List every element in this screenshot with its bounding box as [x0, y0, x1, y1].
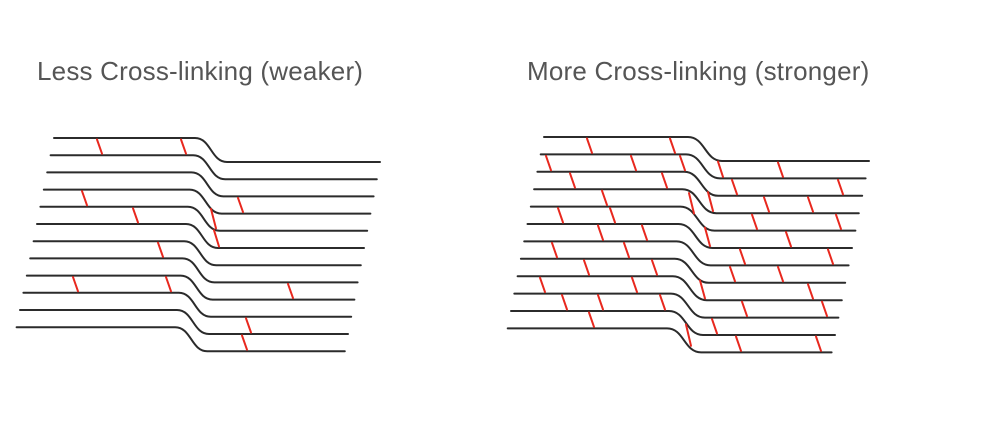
cross-link: [165, 276, 172, 293]
cross-link: [741, 300, 748, 318]
fiber-bundle-more-cross-linking: [506, 136, 870, 354]
fiber-strand: [533, 188, 860, 215]
fiber-strand: [22, 291, 353, 318]
cross-link: [157, 241, 164, 258]
cross-link: [729, 265, 736, 283]
cross-link: [210, 207, 217, 230]
fiber-strand: [32, 240, 362, 267]
fiber-bundle-less-cross-linking: [15, 137, 381, 353]
cross-link: [669, 137, 676, 154]
fiber-strand: [19, 309, 349, 335]
cross-link: [659, 294, 666, 311]
cross-link: [551, 241, 558, 259]
cross-link: [237, 196, 244, 214]
cross-link: [641, 224, 648, 241]
fiber-strand: [516, 275, 843, 302]
cross-link: [597, 294, 604, 311]
cross-link: [679, 154, 686, 172]
cross-link: [583, 259, 590, 276]
cross-link: [545, 154, 552, 172]
cross-link: [287, 282, 294, 300]
cross-link: [807, 283, 814, 300]
cross-link: [821, 300, 828, 318]
fiber-strand: [29, 257, 359, 284]
cross-link: [815, 335, 822, 352]
cross-link: [623, 241, 630, 259]
title-less-cross-linking: Less Cross-linking (weaker): [37, 56, 364, 86]
cross-link: [609, 207, 616, 224]
fiber-strand: [523, 240, 850, 267]
cross-link: [241, 334, 248, 351]
cross-link: [601, 189, 608, 207]
cross-link: [245, 317, 252, 334]
cross-link: [707, 191, 714, 213]
cross-link: [631, 276, 638, 294]
fiber-strand: [15, 326, 346, 353]
cross-link: [588, 311, 595, 328]
cross-link: [213, 229, 220, 248]
fiber-strand: [39, 205, 369, 232]
cross-link: [827, 248, 834, 265]
fiber-strand: [506, 327, 833, 354]
cross-link: [711, 318, 718, 335]
fiber-strand: [510, 310, 836, 336]
fiber-strand: [46, 171, 375, 198]
cross-link: [132, 207, 139, 224]
cross-link: [597, 224, 604, 241]
cross-link: [777, 161, 784, 178]
fiber-strand: [526, 223, 853, 249]
cross-link: [807, 196, 814, 213]
cross-link: [96, 138, 103, 155]
fiber-strand: [42, 188, 372, 215]
cross-link: [751, 213, 758, 231]
cross-link: [651, 259, 658, 276]
fiber-strand: [519, 257, 847, 284]
cross-link: [661, 172, 668, 189]
fiber-strand: [49, 154, 378, 181]
cross-link: [630, 154, 637, 172]
title-more-cross-linking: More Cross-linking (stronger): [527, 56, 870, 86]
fiber-strand: [529, 205, 857, 232]
cross-link: [717, 160, 724, 178]
cross-link: [180, 138, 187, 155]
cross-link: [837, 178, 844, 196]
cross-link: [731, 178, 738, 196]
cross-link: [763, 196, 770, 213]
cross-link: [735, 335, 742, 352]
fiber-strand: [25, 274, 356, 301]
cross-link: [569, 172, 576, 189]
cross-link: [72, 276, 79, 293]
fiber-strand: [543, 136, 870, 162]
cross-link: [557, 207, 564, 224]
cross-link: [688, 192, 695, 215]
fiber-strand: [536, 170, 864, 197]
cross-link: [539, 276, 546, 294]
cross-link: [81, 190, 88, 207]
fiber-strand: [539, 153, 867, 180]
cross-link: [777, 265, 784, 283]
cross-link: [685, 323, 692, 347]
cross-link: [739, 248, 746, 265]
cross-link: [561, 294, 568, 311]
cross-link: [835, 213, 842, 231]
cross-link: [586, 137, 593, 154]
fiber-strand: [513, 292, 840, 319]
cross-link: [699, 279, 706, 300]
fiber-strand: [36, 223, 365, 249]
fiber-strand: [53, 137, 381, 163]
cross-link: [785, 231, 792, 248]
cross-link: [704, 226, 711, 248]
